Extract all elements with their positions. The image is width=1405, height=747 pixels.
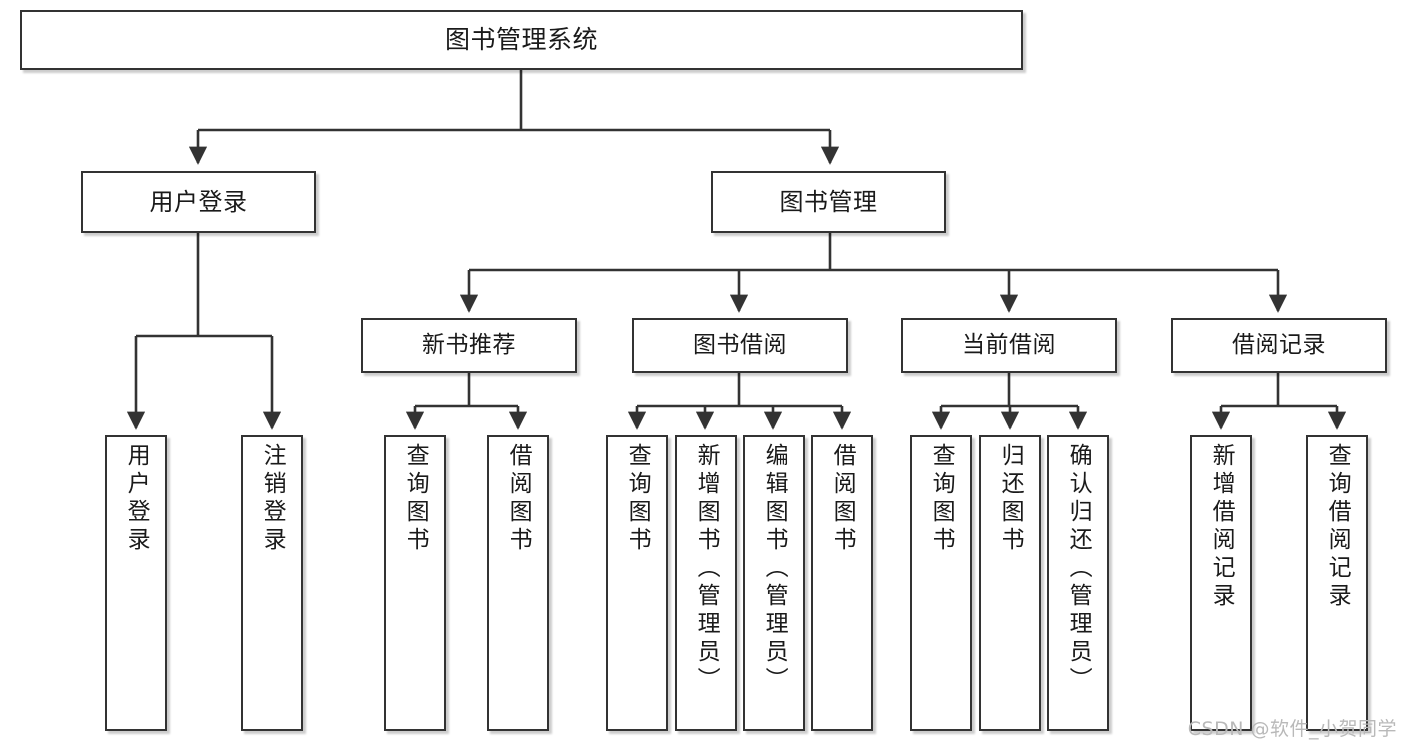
- node-label: 用户登录: [149, 188, 248, 216]
- node-borrow-record[interactable]: 借阅记录: [1171, 318, 1387, 373]
- leaf-new-book-query[interactable]: 查询图书: [384, 435, 446, 731]
- node-label: 新书推荐: [422, 332, 516, 359]
- leaf-new-book-borrow[interactable]: 借阅图书: [487, 435, 549, 731]
- leaf-book-borrow-borrow[interactable]: 借阅图书: [811, 435, 873, 731]
- node-label: 归还图书: [997, 443, 1024, 555]
- node-label: 图书借阅: [693, 332, 787, 359]
- node-label: 确认归还（管理员）: [1065, 443, 1092, 695]
- node-label: 查询图书: [928, 443, 955, 555]
- node-book-borrow[interactable]: 图书借阅: [632, 318, 848, 373]
- node-book-manage[interactable]: 图书管理: [711, 171, 946, 233]
- watermark-text: CSDN @软件_小贺同学: [1187, 718, 1397, 740]
- node-label: 借阅记录: [1232, 332, 1326, 359]
- node-label: 编辑图书（管理员）: [761, 443, 788, 695]
- node-label: 借阅图书: [505, 443, 532, 555]
- leaf-book-borrow-edit[interactable]: 编辑图书（管理员）: [743, 435, 805, 731]
- node-label: 新增图书（管理员）: [693, 443, 720, 695]
- node-label: 用户登录: [123, 443, 150, 555]
- leaf-book-borrow-query[interactable]: 查询图书: [606, 435, 668, 731]
- node-label: 查询图书: [402, 443, 429, 555]
- node-label: 图书管理系统: [444, 25, 598, 55]
- leaf-current-borrow-return[interactable]: 归还图书: [979, 435, 1041, 731]
- leaf-user-login-login[interactable]: 用户登录: [105, 435, 167, 731]
- leaf-current-borrow-query[interactable]: 查询图书: [910, 435, 972, 731]
- leaf-borrow-record-query[interactable]: 查询借阅记录: [1306, 435, 1368, 731]
- node-label: 当前借阅: [962, 332, 1056, 359]
- node-label: 注销登录: [259, 443, 286, 555]
- leaf-borrow-record-add[interactable]: 新增借阅记录: [1190, 435, 1252, 731]
- node-label: 图书管理: [779, 188, 878, 216]
- node-root-system[interactable]: 图书管理系统: [20, 10, 1023, 70]
- node-label: 查询图书: [624, 443, 651, 555]
- node-new-book-recommend[interactable]: 新书推荐: [361, 318, 577, 373]
- node-label: 查询借阅记录: [1324, 443, 1351, 611]
- leaf-book-borrow-add[interactable]: 新增图书（管理员）: [675, 435, 737, 731]
- leaf-current-borrow-confirm-return[interactable]: 确认归还（管理员）: [1047, 435, 1109, 731]
- node-label: 新增借阅记录: [1208, 443, 1235, 611]
- node-user-login[interactable]: 用户登录: [81, 171, 316, 233]
- node-label: 借阅图书: [829, 443, 856, 555]
- leaf-user-login-logout[interactable]: 注销登录: [241, 435, 303, 731]
- node-current-borrow[interactable]: 当前借阅: [901, 318, 1117, 373]
